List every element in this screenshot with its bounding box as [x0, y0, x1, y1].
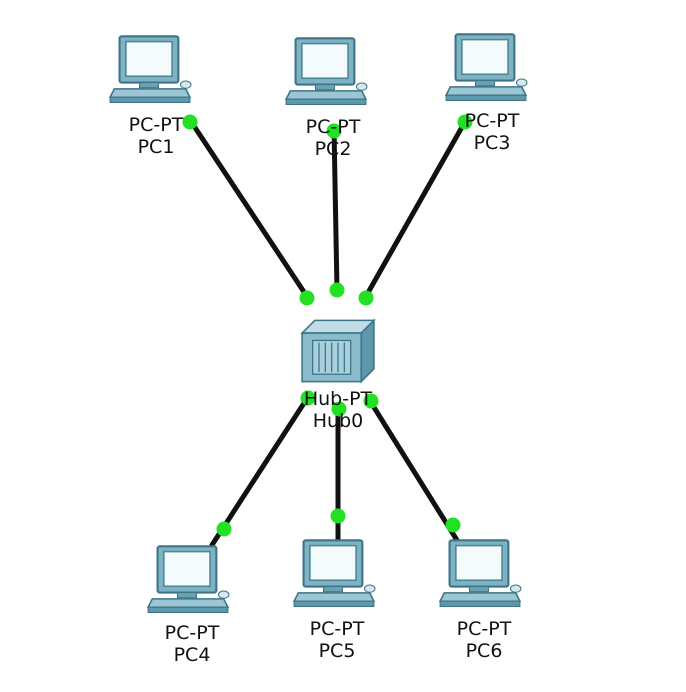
- cable-pc3-hub[interactable]: [362, 117, 469, 301]
- link-light-pc6-hub-end: [363, 393, 379, 409]
- hub0-label: Hub-PT Hub0: [283, 388, 393, 432]
- cable-layer: [187, 117, 469, 548]
- pc6-type-label: PC-PT: [456, 618, 512, 640]
- link-light-pc4-hub-end: [300, 390, 316, 406]
- cable-pc4-hub[interactable]: [209, 394, 311, 548]
- pc5-pc-icon[interactable]: [293, 539, 376, 608]
- pc5-type-label: PC-PT: [309, 618, 365, 640]
- pc6-pc-icon[interactable]: [439, 539, 522, 608]
- pc2-label: PC-PT PC2: [278, 116, 388, 160]
- pc3-name-label: PC3: [473, 132, 511, 154]
- link-light-pc4-end: [216, 521, 232, 537]
- pc3-label: PC-PT PC3: [437, 110, 547, 154]
- pc4-name-label: PC4: [173, 644, 211, 666]
- cable-pc2-hub[interactable]: [331, 125, 340, 293]
- pc3-type-label: PC-PT: [464, 110, 520, 132]
- link-light-pc1-end: [182, 114, 198, 130]
- link-light-pc2-end: [326, 123, 342, 139]
- link-light-pc2-hub-end: [329, 282, 345, 298]
- pc2-name-label: PC2: [314, 138, 352, 160]
- link-light-pc5-end: [330, 508, 346, 524]
- pc1-name-label: PC1: [137, 136, 175, 158]
- pc2-type-label: PC-PT: [305, 116, 361, 138]
- link-light-pc5-hub-end: [331, 401, 347, 417]
- link-light-pc6-end: [445, 517, 461, 533]
- hub0-hub-icon[interactable]: [301, 319, 375, 383]
- pc4-pc-icon[interactable]: [147, 545, 230, 614]
- pc6-label: PC-PT PC6: [429, 618, 539, 662]
- pc1-type-label: PC-PT: [128, 114, 184, 136]
- pc4-label: PC-PT PC4: [137, 622, 247, 666]
- pc5-label: PC-PT PC5: [282, 618, 392, 662]
- cable-pc1-hub[interactable]: [187, 117, 311, 301]
- pc5-name-label: PC5: [318, 640, 356, 662]
- pc2-pc-icon[interactable]: [285, 37, 368, 106]
- pc3-pc-icon[interactable]: [445, 33, 528, 102]
- hub0-type-label: Hub-PT: [303, 388, 373, 410]
- cable-pc6-hub[interactable]: [367, 398, 463, 548]
- pc4-type-label: PC-PT: [164, 622, 220, 644]
- link-light-layer: [182, 114, 473, 537]
- link-light-pc3-hub-end: [358, 290, 374, 306]
- pc6-name-label: PC6: [465, 640, 503, 662]
- link-light-pc3-end: [457, 114, 473, 130]
- link-light-pc1-hub-end: [299, 290, 315, 306]
- pc1-label: PC-PT PC1: [101, 114, 211, 158]
- hub0-name-label: Hub0: [312, 410, 364, 432]
- pc1-pc-icon[interactable]: [109, 35, 192, 104]
